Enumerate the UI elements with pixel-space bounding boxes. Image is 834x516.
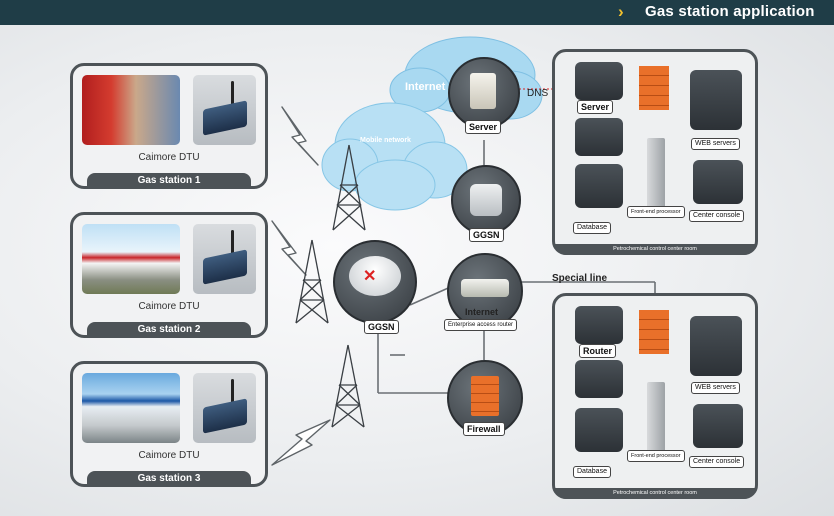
station-name: Gas station 1 xyxy=(87,173,251,189)
tower-icon-3 xyxy=(331,344,365,428)
dtu-label: Caimore DTU xyxy=(138,301,200,312)
station-name: Gas station 2 xyxy=(87,322,251,338)
control-room-bottom: Router WEB servers Database Front-end pr… xyxy=(552,293,758,499)
gas-station-photo xyxy=(82,373,180,443)
access-router-icon xyxy=(461,279,509,297)
firewall-wall-icon xyxy=(639,310,669,354)
gas-station-photo xyxy=(82,75,180,145)
console-icon xyxy=(693,404,743,448)
gas-station-3: Caimore DTU Gas station 3 xyxy=(70,361,268,487)
router-device-icon xyxy=(575,306,623,344)
internet-router-sub: Enterprise access router xyxy=(444,319,518,331)
internet-router-title: Internet xyxy=(465,307,499,317)
front-end-processor-icon xyxy=(647,382,665,452)
chevron-right-icon: › xyxy=(618,2,624,21)
console-icon xyxy=(693,160,743,204)
diagram-stage: Caimore DTU Gas station 1 Caimore DTU Ga… xyxy=(0,25,834,516)
ggsn-main-node: ✕ xyxy=(333,240,417,324)
server-icon xyxy=(470,73,496,109)
tower-icon-1 xyxy=(332,144,366,231)
gas-station-2: Caimore DTU Gas station 2 xyxy=(70,212,268,338)
web-server-icon xyxy=(690,70,742,130)
firewall-wall-icon xyxy=(639,66,669,110)
dtu-device xyxy=(193,224,256,294)
room-bottom-db-label: Database xyxy=(573,466,611,478)
mobile-network-cloud xyxy=(321,102,468,211)
room-top-footer: Petrochemical control center room xyxy=(555,244,755,255)
database-icon xyxy=(575,164,623,208)
firewall-label: Firewall xyxy=(463,422,505,436)
room-top-server-label: Server xyxy=(577,100,614,114)
database-icon xyxy=(575,408,623,452)
lightning-icon-3 xyxy=(271,419,331,466)
gas-station-photo xyxy=(82,224,180,294)
room-bottom-console-label: Center console xyxy=(689,456,745,468)
internet-cloud-label: Internet xyxy=(405,81,446,93)
ggsn-top-node xyxy=(451,165,521,235)
special-line-label: Special line xyxy=(552,273,608,284)
dtu-device xyxy=(193,373,256,443)
dns-label: DNS xyxy=(527,88,549,99)
ggsn-icon xyxy=(470,184,502,216)
router-icon xyxy=(349,256,401,296)
mobile-network-label: Mobile network xyxy=(360,137,411,144)
dtu-label: Caimore DTU xyxy=(138,152,200,163)
lightning-icon-2 xyxy=(271,220,307,276)
ggsn-top-label: GGSN xyxy=(469,228,504,242)
server-label: Server xyxy=(465,120,502,134)
lightning-icon-1 xyxy=(281,106,319,166)
room-bottom-router-label: Router xyxy=(579,344,616,358)
server-device-icon xyxy=(575,62,623,100)
tower-icon-2 xyxy=(295,239,329,324)
room-top-frontend-label: Front-end processor xyxy=(627,206,685,218)
web-server-icon xyxy=(690,316,742,376)
dtu-label: Caimore DTU xyxy=(138,450,200,461)
room-bottom-footer: Petrochemical control center room xyxy=(555,488,755,499)
gas-station-1: Caimore DTU Gas station 1 xyxy=(70,63,268,189)
room-bottom-frontend-label: Front-end processor xyxy=(627,450,685,462)
room-bottom-web-label: WEB servers xyxy=(691,382,740,394)
printer-icon xyxy=(575,360,623,398)
printer-icon xyxy=(575,118,623,156)
room-top-db-label: Database xyxy=(573,222,611,234)
room-top-console-label: Center console xyxy=(689,210,745,222)
station-name: Gas station 3 xyxy=(87,471,251,487)
internet-router-node xyxy=(447,253,523,329)
firewall-icon xyxy=(471,376,499,416)
page-title: Gas station application xyxy=(645,3,815,20)
header-bar: › Gas station application xyxy=(0,0,834,25)
server-node xyxy=(448,57,520,129)
control-room-top: Server WEB servers Database Front-end pr… xyxy=(552,49,758,255)
dtu-device xyxy=(193,75,256,145)
front-end-processor-icon xyxy=(647,138,665,208)
ggsn-main-label: GGSN xyxy=(364,320,399,334)
room-top-web-label: WEB servers xyxy=(691,138,740,150)
